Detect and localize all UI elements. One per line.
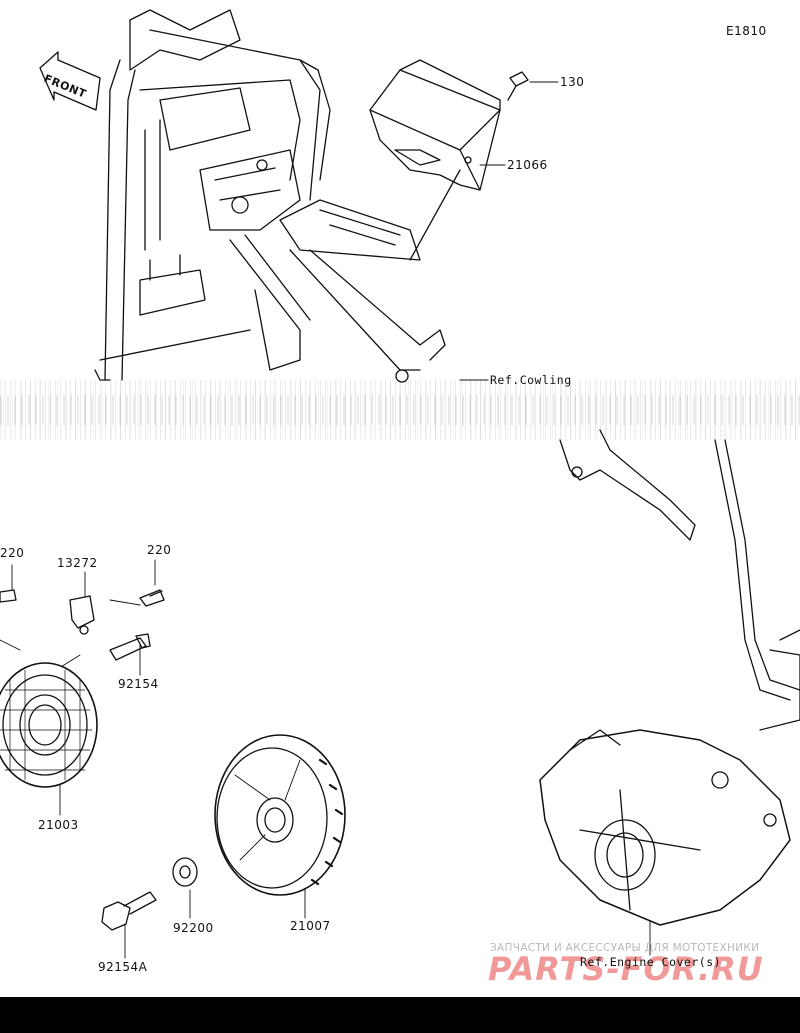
part-label-21007[interactable]: 21007: [290, 919, 331, 933]
ecu-unit: [369, 59, 501, 261]
engine-cover: [539, 729, 791, 926]
part-label-92154[interactable]: 92154: [118, 677, 159, 691]
scan-noise-band: [0, 380, 800, 440]
part-label-130[interactable]: 130: [560, 75, 585, 89]
rotor-21007: [214, 734, 346, 896]
front-arrow-icon: [39, 51, 101, 111]
part-label-92154A[interactable]: 92154A: [98, 960, 148, 974]
bolt-92154-icon: [109, 633, 151, 661]
ref-engine-cover-label[interactable]: Ref.Engine Cover(s): [580, 955, 722, 969]
washer-92200-icon: [172, 857, 198, 887]
diagram-code: E1810: [726, 24, 767, 38]
bracket-13272-icon: [69, 595, 95, 635]
scan-noise-band-inner: [0, 395, 800, 425]
part-label-92200[interactable]: 92200: [173, 921, 214, 935]
bottom-bar: [0, 997, 800, 1033]
part-label-21003[interactable]: 21003: [38, 818, 79, 832]
watermark-logo: PARTS-FOR.RU: [488, 950, 764, 988]
ref-cowling-label[interactable]: Ref.Cowling: [490, 373, 572, 387]
part-label-13272[interactable]: 13272: [57, 556, 98, 570]
screw-130-icon: [507, 71, 529, 101]
watermark-tagline: ЗАПЧАСТИ И АКСЕССУАРЫ ДЛЯ МОТОТЕХНИКИ: [490, 942, 760, 954]
bolt-220-left-icon: [0, 589, 17, 603]
bolt-92154A-icon: [101, 891, 157, 931]
lower-frame: [559, 429, 800, 731]
part-label-220-right[interactable]: 220: [147, 543, 172, 557]
part-label-21066[interactable]: 21066: [507, 158, 548, 172]
frame-assembly: [94, 9, 446, 383]
part-label-220-left[interactable]: 220: [0, 546, 25, 560]
stator-21003: [0, 662, 98, 788]
bolt-220-right-icon: [139, 589, 165, 607]
